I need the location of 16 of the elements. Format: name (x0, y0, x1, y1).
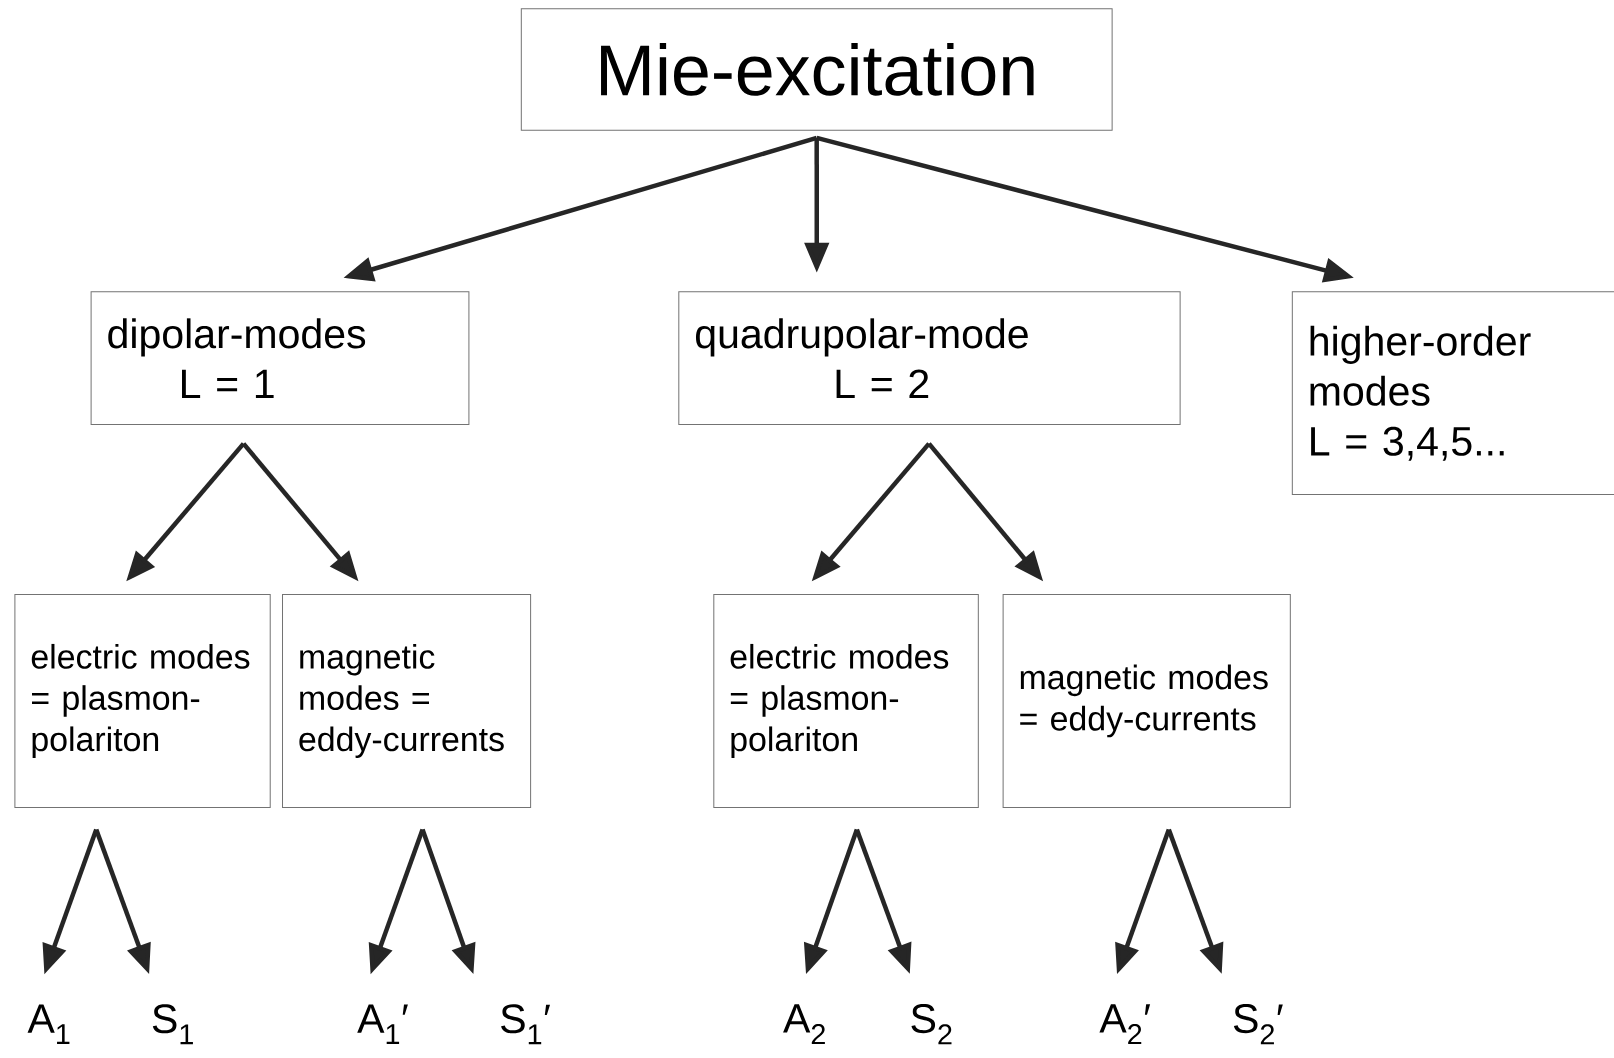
mode-box: dipolar-modes L = 1 (90, 291, 470, 426)
mode-label: A$_{1}$′ (357, 1004, 408, 1044)
mode-box: electric modes = plasmon-polariton (14, 593, 271, 808)
mode-label: S$_{2}$ (911, 1004, 952, 1045)
mode-box: higher-order modes L = 3,4,5... (1291, 291, 1614, 496)
mode-label: A$_{1}$ (27, 1004, 70, 1044)
title-box: Mie-excitation (520, 8, 1113, 131)
mode-box: electric modes = plasmon-polariton (713, 593, 979, 808)
mode-label: S$_{1}$ (152, 1004, 193, 1045)
mode-label: A$_{2}$ (783, 1004, 825, 1045)
mode-box: magnetic modes = eddy-currents (282, 593, 532, 808)
mode-box: quadrupolar-mode L = 2 (678, 291, 1181, 426)
mode-box: magnetic modes = eddy-currents (1002, 593, 1291, 808)
mode-label: S$_{2}$′ (1233, 1004, 1283, 1045)
mode-label: S$_{1}$′ (501, 1004, 550, 1045)
mode-label: A$_{2}$′ (1099, 1004, 1151, 1045)
